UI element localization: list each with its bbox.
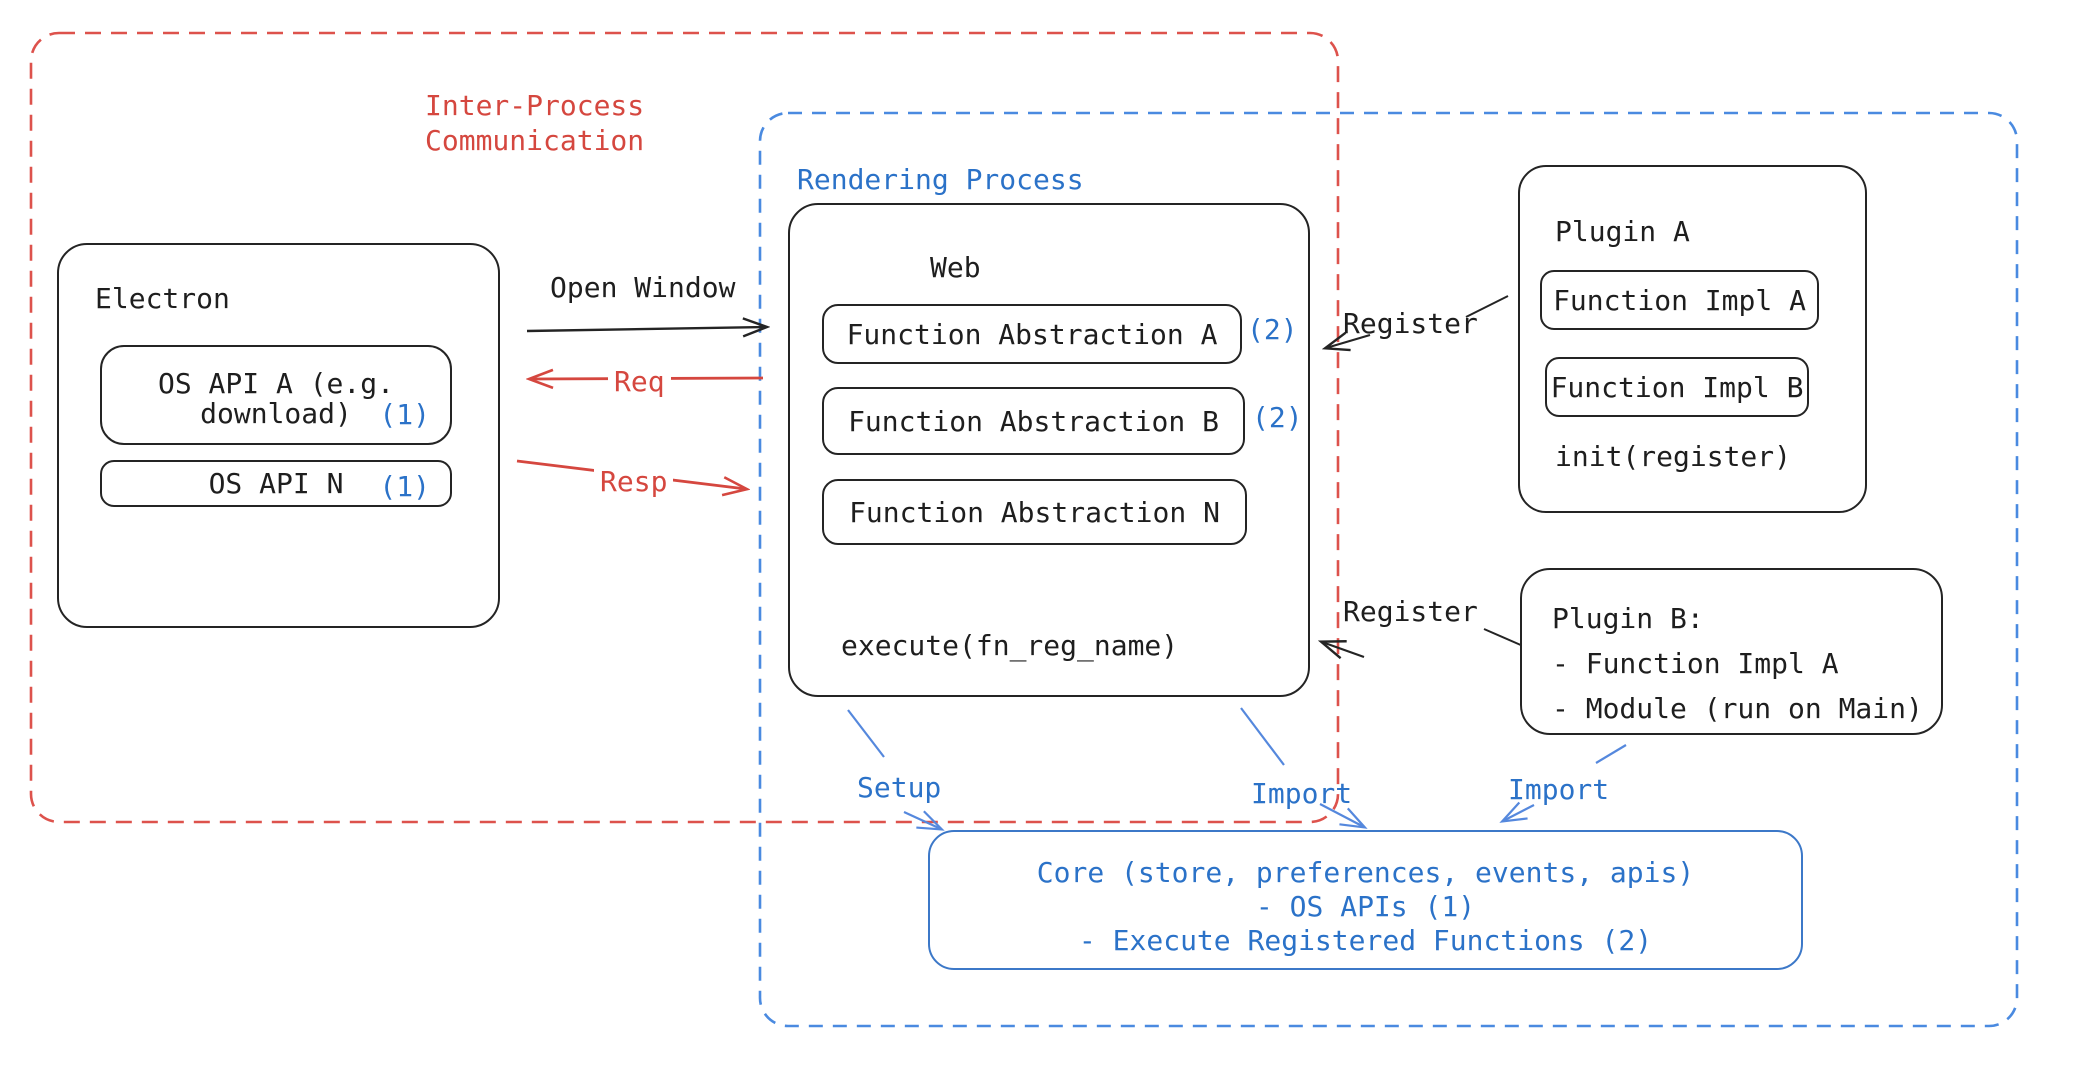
web-box: Web Function Abstraction A Function Abst… (788, 203, 1310, 697)
plugin-b-line3: - Module (run on Main) (1552, 692, 1923, 725)
ipc-title-line1: Inter-Process (425, 89, 645, 122)
core-line2: - OS APIs (1) (1255, 890, 1476, 923)
ipc-region-title: Inter-Process Communication (425, 88, 644, 158)
function-abstraction-a-box: Function Abstraction A (822, 304, 1242, 364)
function-abstraction-n-label: Function Abstraction N (849, 495, 1220, 529)
os-api-n-badge: (1) (379, 470, 430, 503)
electron-box: Electron OS API A (e.g.download) (1) OS … (57, 243, 500, 628)
rendering-process-dashed-box (758, 111, 2019, 1028)
rendering-process-title: Rendering Process (797, 163, 1084, 196)
function-abstraction-b-label: Function Abstraction B (848, 404, 1219, 438)
import-plugin-arrow-tail (1595, 744, 1627, 764)
register-plugin-a-label: Register (1343, 307, 1478, 340)
import-plugin-b-label: Import (1508, 773, 1610, 806)
function-abstraction-a-label: Function Abstraction A (846, 317, 1218, 351)
function-abstraction-b-badge: (2) (1252, 401, 1303, 434)
setup-arrow-head (903, 812, 941, 829)
import-web-arrow-head (1319, 803, 1364, 827)
execute-label: execute(fn_reg_name) (841, 629, 1179, 662)
import-web-arrow-tail (1240, 707, 1285, 766)
setup-arrow-tail (847, 709, 885, 758)
function-impl-b-box: Function Impl B (1545, 357, 1809, 417)
os-api-n-box: OS API N (1) (100, 460, 452, 507)
plugin-b-text: Plugin B: - Function Impl A - Module (ru… (1552, 596, 1923, 731)
ipc-dashed-box (29, 31, 1340, 824)
web-title: Web (930, 251, 981, 284)
function-abstraction-n-box: Function Abstraction N (822, 479, 1247, 545)
os-api-a-line1: OS API A (e.g. (157, 367, 394, 400)
os-api-n-label: OS API N (208, 467, 344, 500)
setup-label: Setup (857, 771, 942, 804)
register-a-connector (1465, 295, 1509, 318)
os-api-a-text: OS API A (e.g.download) (102, 347, 450, 429)
function-abstraction-b-box: Function Abstraction B (822, 387, 1245, 455)
plugin-a-title: Plugin A (1555, 215, 1690, 248)
resp-label: Resp (594, 466, 674, 498)
register-b-connector (1483, 628, 1524, 647)
req-label: Req (608, 366, 671, 398)
core-line1: Core (store, preferences, events, apis) (1036, 856, 1695, 889)
plugin-b-line1: Plugin B: (1552, 602, 1704, 635)
import-web-label: Import (1251, 777, 1353, 810)
function-impl-b-label: Function Impl B (1550, 370, 1804, 404)
core-line3: - Execute Registered Functions (2) (1078, 924, 1653, 957)
core-text: Core (store, preferences, events, apis)-… (930, 832, 1801, 958)
function-impl-a-box: Function Impl A (1540, 270, 1819, 330)
ipc-title-line2: Communication (425, 124, 645, 157)
plugin-b-line2: - Function Impl A (1552, 647, 1839, 680)
os-api-a-box: OS API A (e.g.download) (1) (100, 345, 452, 445)
function-abstraction-a-badge: (2) (1247, 313, 1298, 346)
function-impl-a-label: Function Impl A (1553, 283, 1806, 317)
plugin-a-box: Plugin A Function Impl A Function Impl B… (1518, 165, 1867, 513)
register-plugin-b-label: Register (1343, 595, 1478, 628)
electron-title: Electron (95, 282, 230, 315)
os-api-a-line2: download) (200, 397, 352, 430)
open-window-label: Open Window (550, 271, 736, 304)
plugin-b-box: Plugin B: - Function Impl A - Module (ru… (1520, 568, 1943, 735)
register-b-arrow (1322, 642, 1365, 657)
import-plugin-arrow-head (1503, 805, 1535, 821)
init-register-label: init(register) (1555, 440, 1792, 473)
open-window-arrow (526, 327, 766, 331)
core-box: Core (store, preferences, events, apis)-… (928, 830, 1803, 970)
os-api-a-badge: (1) (379, 398, 430, 431)
register-a-arrow (1326, 335, 1371, 348)
